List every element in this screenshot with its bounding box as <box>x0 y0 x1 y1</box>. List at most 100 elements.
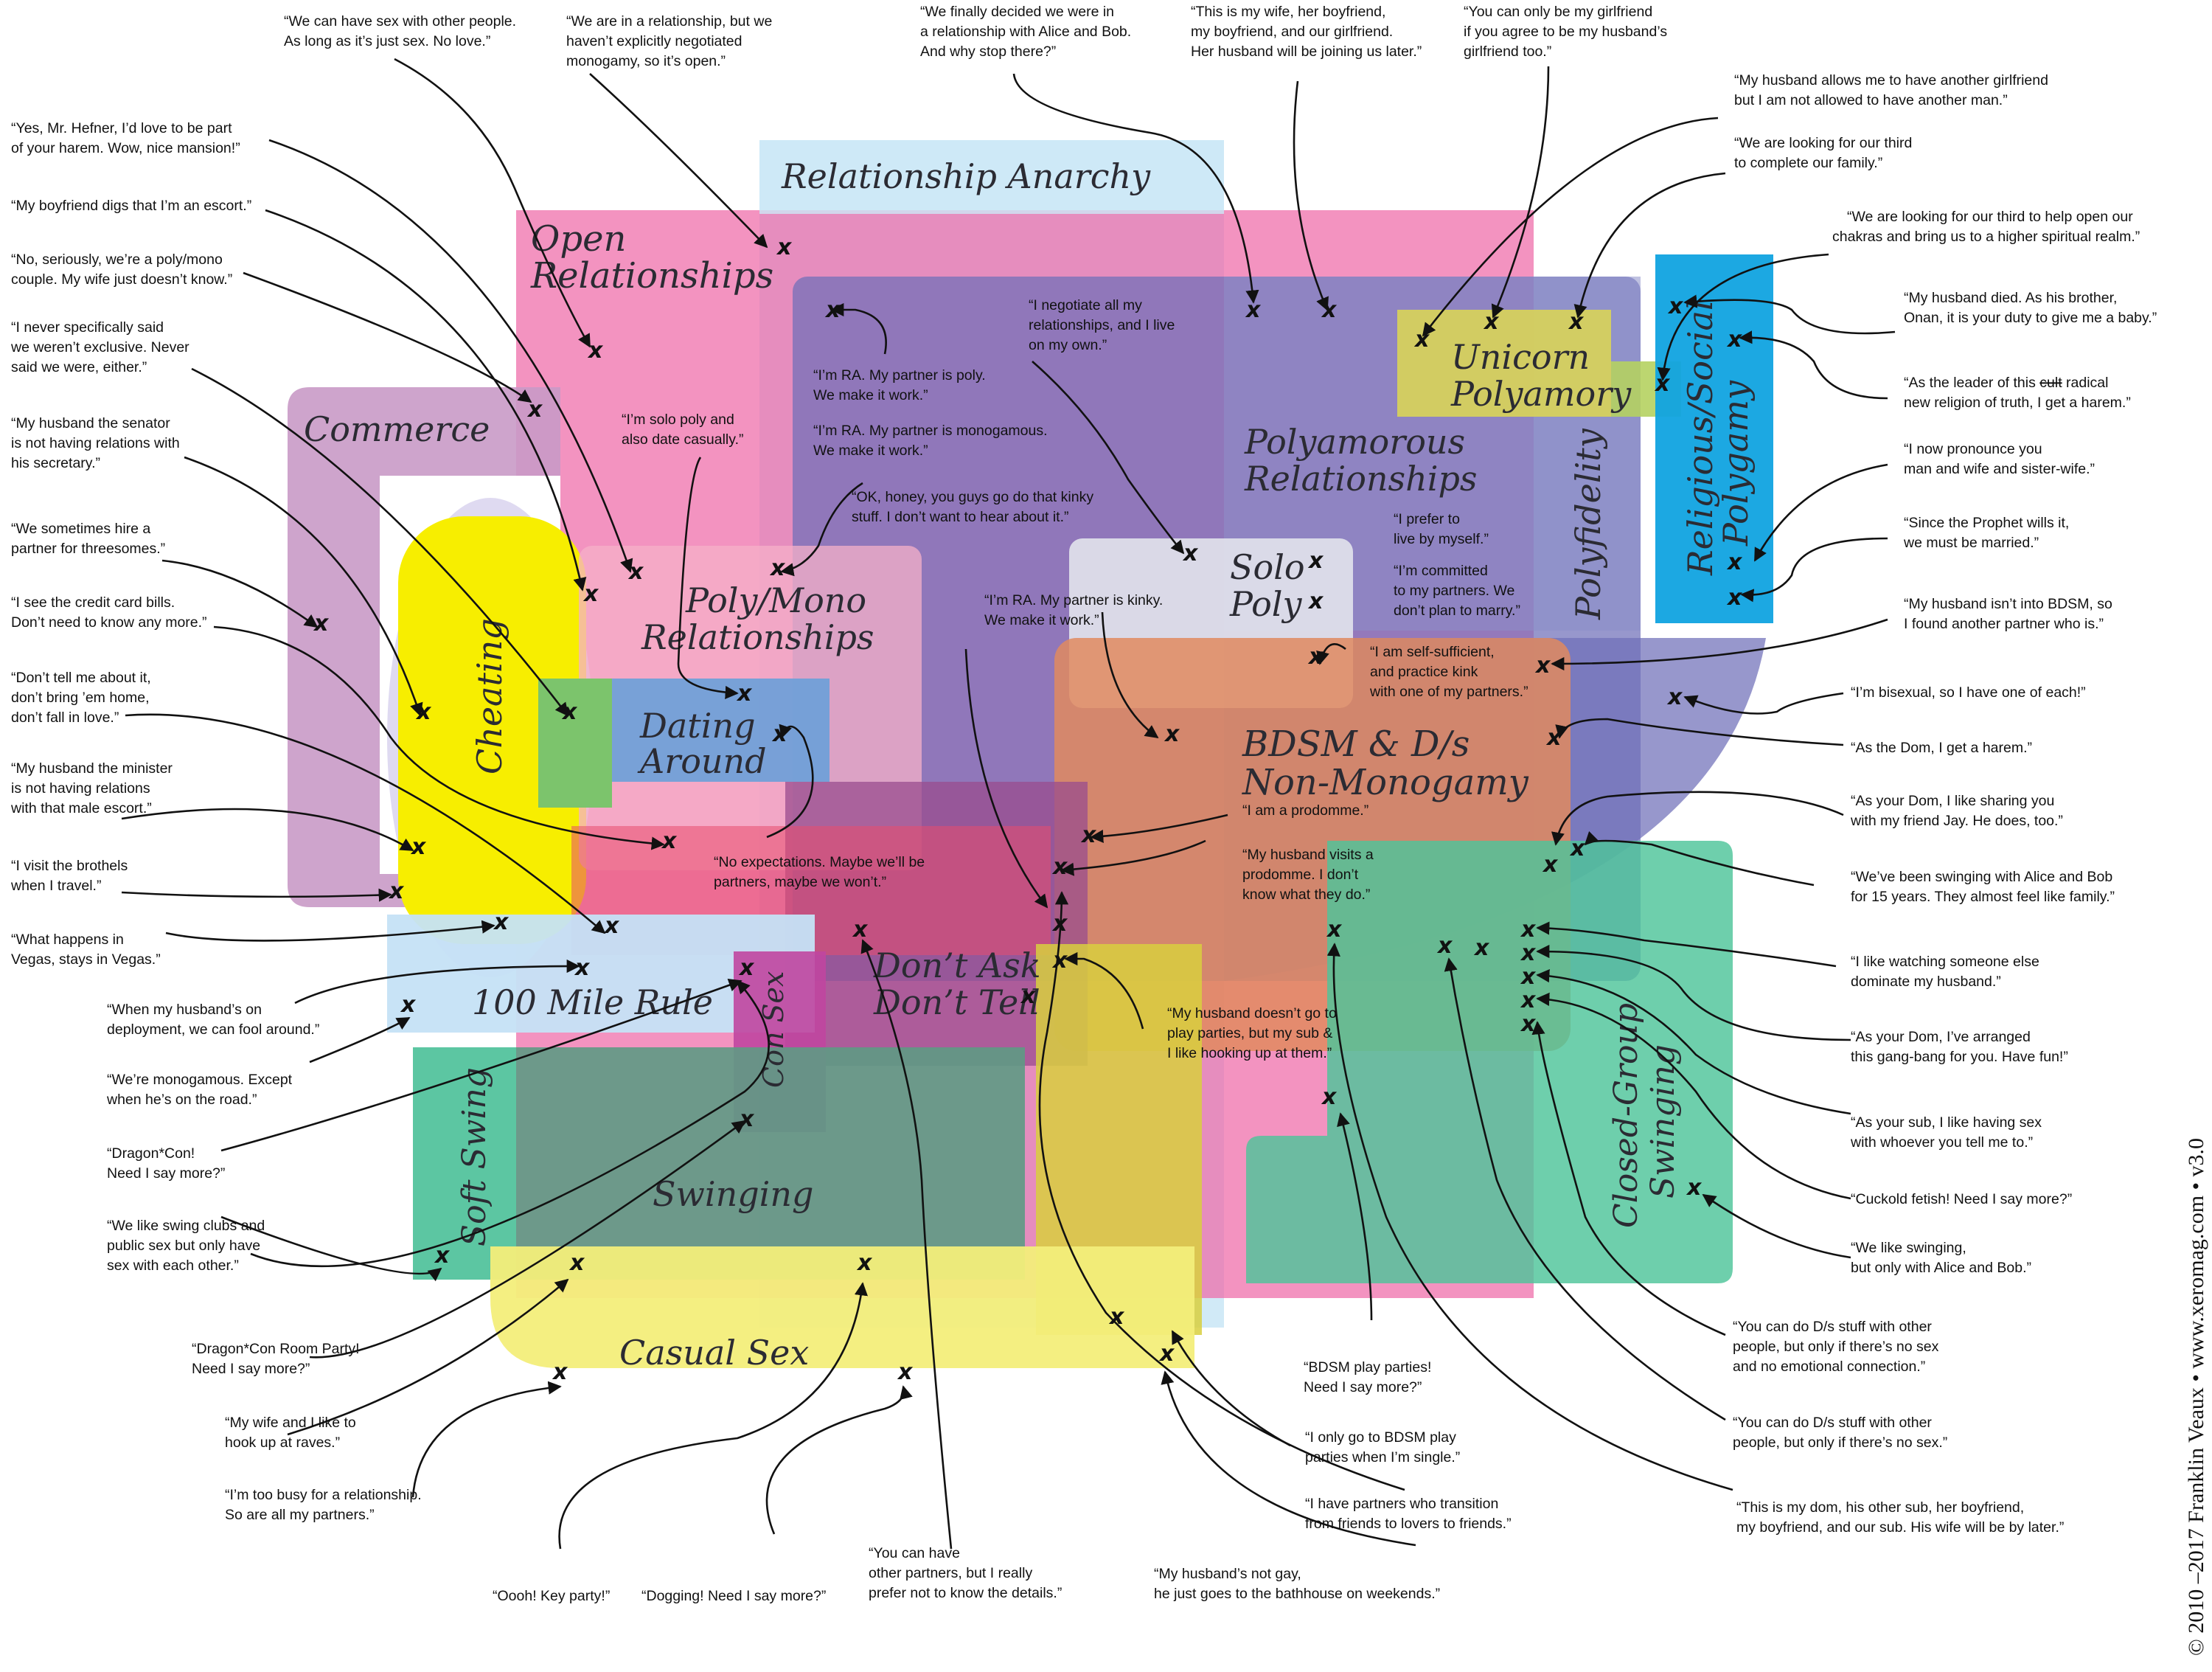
arrow <box>1293 80 1329 311</box>
quote-line: with whoever you tell me to.” <box>1850 1134 2033 1151</box>
quote-ra-poly: “I’m RA. My partner is poly. We make it … <box>813 367 990 403</box>
x-mark: x <box>1520 917 1537 943</box>
quote-escort: “My boyfriend digs that I’m an escort.” <box>11 198 251 214</box>
arrows <box>121 58 1896 1550</box>
quote-line: man and wife and sister-wife.” <box>1904 461 2095 477</box>
quote-dogging: “Dogging! Need I say more?” <box>641 1588 826 1604</box>
quote-vegas: “What happens in Vegas, stays in Vegas.” <box>11 932 161 968</box>
arrow <box>558 1282 868 1550</box>
label-solo-poly: Solo Poly <box>1229 547 1315 624</box>
quote-line: his secretary.” <box>11 455 100 471</box>
quote-line: “We’ve been swinging with Alice and Bob <box>1851 869 2112 885</box>
quote-prefernot: “You can have other partners, but I real… <box>869 1545 1062 1601</box>
quote-line: “I now pronounce you <box>1904 441 2042 457</box>
arrow <box>1551 791 1844 846</box>
arrow <box>309 1120 746 1359</box>
quotes: “Yes, Mr. Hefner, I’d love to be part of… <box>10 4 2157 1604</box>
quote-line: We make it work.” <box>984 612 1099 628</box>
arrow <box>1536 992 1851 1200</box>
quote-toobusy: “I’m too busy for a relationship. So are… <box>225 1487 425 1523</box>
quote-domharem: “As the Dom, I get a harem.” <box>1851 740 2032 756</box>
x-mark: x <box>1307 548 1324 574</box>
quote-line: “As the leader of this <box>1904 375 2039 391</box>
quote-line: We make it work.” <box>813 387 928 403</box>
arrow <box>1536 968 1851 1115</box>
x-mark: x <box>1436 933 1453 959</box>
quote-gangbang: “As your Dom, I’ve arranged this gang-ba… <box>1851 1029 2068 1065</box>
x-mark: x <box>1020 983 1037 1009</box>
quote-line: with my friend Jay. He does, too.” <box>1850 813 2063 829</box>
quote-solopoly: “I’m solo poly and also date casually.” <box>622 412 743 448</box>
region-closed-group <box>1246 841 1733 1283</box>
label-closed-line1: Closed-Group <box>1607 1003 1645 1228</box>
quote-dragoncon: “Dragon*Con! Need I say more?” <box>107 1145 225 1182</box>
quote-line: “I’m RA. My partner is poly. <box>813 367 986 384</box>
label-swinging: Swinging <box>653 1174 813 1214</box>
label-dontask-line1: Don’t Ask <box>873 946 1041 985</box>
quote-line: “I’m bisexual, so I have one of each!” <box>1851 684 2086 701</box>
arrow <box>1491 66 1550 319</box>
x-mark: x <box>897 1359 914 1385</box>
quote-line: partners, maybe we won’t.” <box>714 874 886 890</box>
quote-ra-mono: “I’m RA. My partner is monogamous. We ma… <box>813 423 1051 459</box>
quote-line: “We sometimes hire a <box>11 521 150 537</box>
arrow <box>243 271 532 403</box>
x-mark: x <box>1108 1304 1125 1330</box>
x-mark: x <box>1520 988 1537 1013</box>
quote-line: “My husband the minister <box>11 760 173 777</box>
quote-swingclubs: “We like swing clubs and public sex but … <box>107 1218 269 1274</box>
label-dating-line1: Dating <box>639 706 756 746</box>
quote-line: but only with Alice and Bob.” <box>1851 1260 2031 1276</box>
quote-line: “We are in a relationship, but we <box>566 13 772 30</box>
quote-line: parties when I’m single.” <box>1305 1449 1460 1465</box>
quote-line: “I negotiate all my <box>1029 297 1142 313</box>
arrow <box>287 1278 569 1436</box>
x-mark: x <box>603 913 620 939</box>
arrow <box>1536 921 1837 968</box>
quote-line: I found another partner who is.” <box>1904 616 2104 632</box>
arrow <box>1060 839 1206 876</box>
quote-line: my boyfriend, and our sub. His wife will… <box>1736 1519 2064 1536</box>
quote-line: girlfriend too.” <box>1464 44 1551 60</box>
quote-line: “No expectations. Maybe we’ll be <box>714 854 925 870</box>
quote-line: I like hooking up at them.” <box>1167 1045 1332 1061</box>
quote-line: “We are looking for our third <box>1734 135 1912 151</box>
quote-line: with one of my partners.” <box>1369 684 1528 700</box>
quote-line: people, but only if there’s no sex <box>1733 1339 1939 1355</box>
quote-hefner: “Yes, Mr. Hefner, I’d love to be part of… <box>11 120 240 156</box>
arrow <box>1444 957 1726 1421</box>
x-mark: x <box>1534 653 1551 679</box>
quote-line: “We like swinging, <box>1851 1240 1966 1256</box>
label-open-relationships: Open Relationships <box>530 218 773 296</box>
quote-line: “We finally decided we were in <box>920 4 1114 20</box>
label-polyfidelity: Polyfidelity <box>1568 428 1608 620</box>
region-dating-green <box>538 679 612 808</box>
quote-line: of your harem. Wow, nice mansion!” <box>11 140 240 156</box>
arrow <box>1038 891 1405 1491</box>
arrow <box>1326 943 1733 1491</box>
arrow <box>1064 951 1144 1030</box>
quote-line: “My wife and I like to <box>225 1415 356 1431</box>
x-mark: x <box>1726 327 1743 353</box>
quote-line: “Cuckold fetish! Need I say more?” <box>1851 1191 2072 1207</box>
quote-line: sex with each other.” <box>107 1258 239 1274</box>
label-closed-group: Closed-Group Swinging <box>1607 993 1682 1228</box>
arrow <box>213 625 665 850</box>
label-dating-around: Dating Around <box>637 706 767 781</box>
quote-cuckold: “Cuckold fetish! Need I say more?” <box>1851 1191 2072 1207</box>
label-bdsm-line2: Non-Monogamy <box>1242 762 1529 803</box>
label-dont-ask: Don’t Ask Don’t Tell <box>873 946 1051 1022</box>
x-mark: x <box>582 581 599 607</box>
quote-marry: “I’m committed to my partners. We don’t … <box>1394 563 1520 619</box>
x-mark: x <box>1473 935 1490 961</box>
arrow <box>589 73 768 249</box>
label-unicorn: Unicorn Polyamory <box>1450 337 1632 414</box>
quote-line: “My husband isn’t into BDSM, so <box>1904 596 2112 612</box>
quote-selfsufficient: “I am self-sufficient, and practice kink… <box>1369 644 1528 700</box>
arrow <box>1101 611 1159 739</box>
quote-line: this gang-bang for you. Have fun!” <box>1851 1049 2068 1065</box>
x-mark: x <box>1726 549 1743 575</box>
x-mark: x <box>736 681 753 707</box>
quote-line: “As your Dom, I like sharing you <box>1851 793 2054 809</box>
quote-justsex: “We can have sex with other people. As l… <box>284 13 521 49</box>
